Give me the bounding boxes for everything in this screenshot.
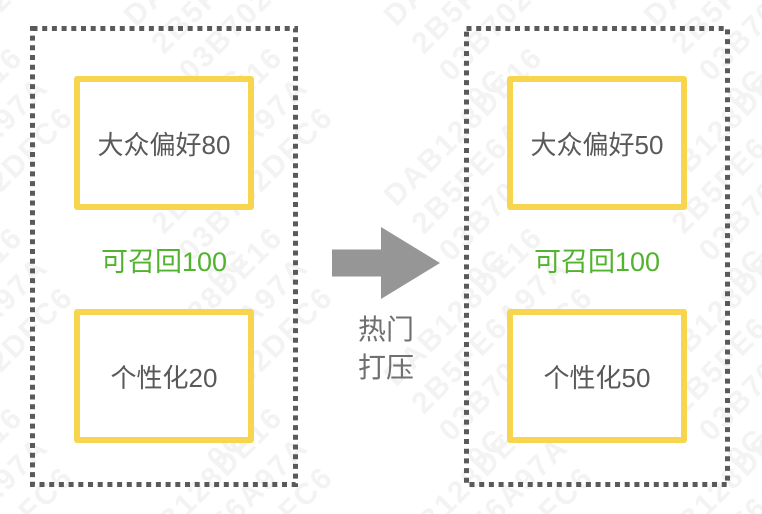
right-top-box: 大众偏好50 xyxy=(507,76,687,210)
dashed-border xyxy=(464,26,730,487)
right-top-box-label: 大众偏好50 xyxy=(530,129,664,160)
left-top-box: 大众偏好80 xyxy=(74,76,254,210)
right-arrow-icon xyxy=(332,227,440,299)
left-recall-label: 可召回100 xyxy=(100,247,228,277)
right-bottom-box-label: 个性化50 xyxy=(543,362,651,393)
arrow-label-line1: 热门 xyxy=(357,314,414,345)
right-recall-label: 可召回100 xyxy=(533,247,661,277)
left-bottom-box: 个性化20 xyxy=(74,309,254,443)
transition-arrow-group: 热门 打压 xyxy=(332,227,440,387)
right-dashed-panel: 大众偏好50 可召回100 个性化50 xyxy=(464,26,730,487)
arrow-label: 热门 打压 xyxy=(358,311,414,387)
left-top-box-label: 大众偏好80 xyxy=(97,129,231,160)
left-bottom-box-label: 个性化20 xyxy=(110,362,218,393)
left-panel-content: 大众偏好80 可召回100 个性化20 xyxy=(30,26,298,487)
right-bottom-box: 个性化50 xyxy=(507,309,687,443)
left-dashed-panel: 大众偏好80 可召回100 个性化20 xyxy=(30,26,298,487)
right-panel-content: 大众偏好50 可召回100 个性化50 xyxy=(464,26,730,487)
arrow-label-line2: 打压 xyxy=(357,352,414,383)
